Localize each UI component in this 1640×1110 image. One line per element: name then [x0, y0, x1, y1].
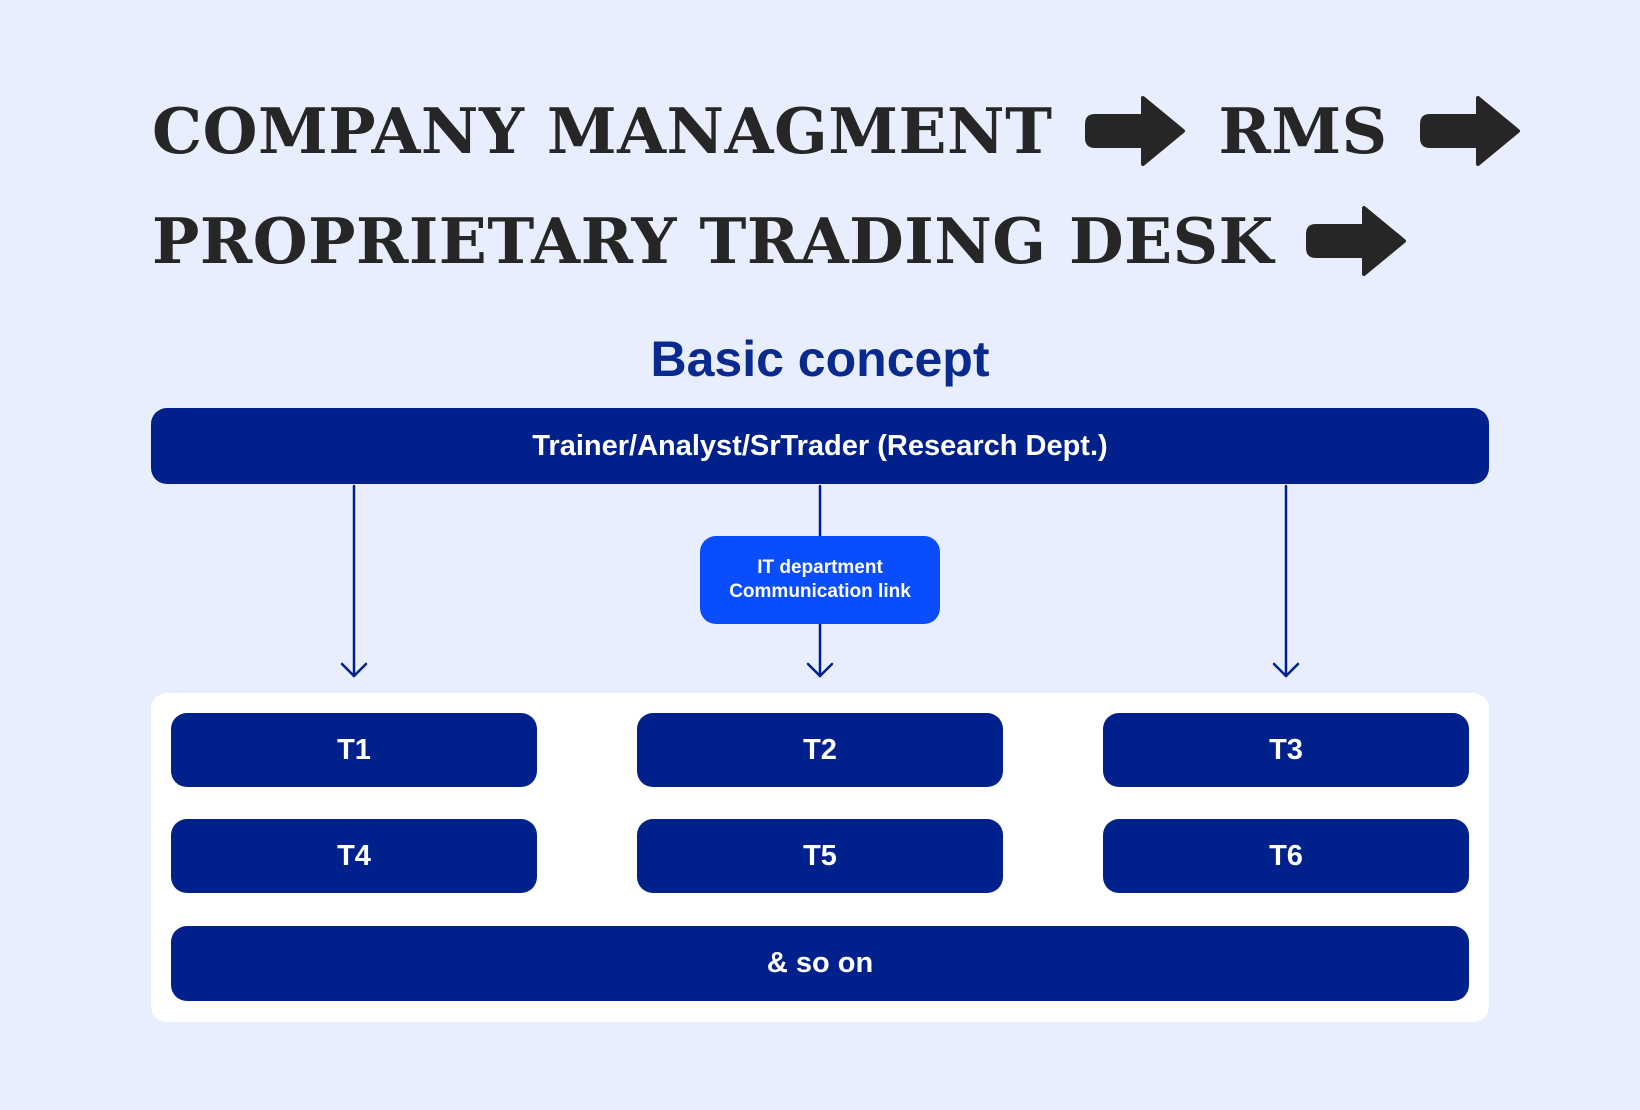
heading-proprietary-trading-desk: PROPRIETARY TRADING DESK	[152, 204, 1274, 278]
heading-line-2: PROPRIETARY TRADING DESK	[152, 202, 1440, 280]
team-t1: T1	[171, 713, 537, 787]
and-so-on-box: & so on	[171, 926, 1469, 1001]
team-t6: T6	[1103, 819, 1469, 893]
team-t4: T4	[171, 819, 537, 893]
team-t2: T2	[637, 713, 1003, 787]
down-arrow-icon	[1272, 484, 1300, 678]
down-arrow-icon	[340, 484, 368, 678]
heading-company-management: COMPANY MANAGMENT	[152, 94, 1053, 168]
right-arrow-icon	[1419, 92, 1524, 170]
right-arrow-icon	[1084, 92, 1189, 170]
heading-line-1: COMPANY MANAGMENT RMS	[152, 92, 1554, 170]
team-t5: T5	[637, 819, 1003, 893]
it-department-box: IT department Communication link	[700, 536, 940, 624]
team-t3: T3	[1103, 713, 1469, 787]
research-dept-box: Trainer/Analyst/SrTrader (Research Dept.…	[151, 408, 1489, 484]
heading-rms: RMS	[1218, 94, 1388, 168]
it-box-line-2: Communication link	[729, 581, 911, 602]
it-box-line-1: IT department	[757, 557, 883, 578]
diagram-subtitle: Basic concept	[650, 331, 990, 387]
teams-panel: T1 T2 T3 T4 T5 T6 & so on	[151, 693, 1489, 1022]
right-arrow-icon	[1305, 202, 1410, 280]
